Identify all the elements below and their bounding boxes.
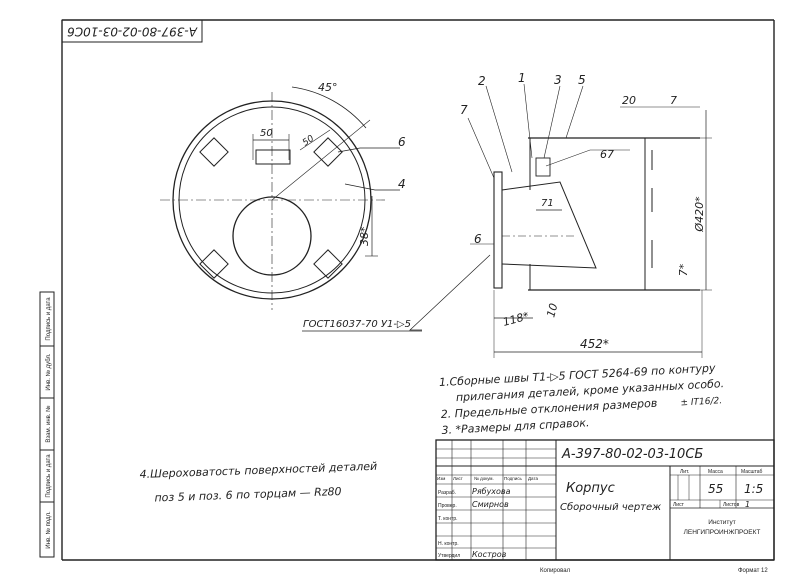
callout-right-5: 5 — [578, 73, 586, 87]
tb-role-5: Утвердил — [438, 553, 460, 559]
callout-right-1: 1 — [518, 71, 526, 85]
tb-lit-label: Лит. — [680, 469, 689, 475]
tb-scale: 1:5 — [744, 482, 763, 496]
tb-col-date: Дата — [528, 476, 538, 481]
dim-452: 452* — [580, 337, 609, 351]
strip-sign2: Подпись и дата — [46, 297, 52, 341]
tb-name: Корпус — [566, 481, 615, 496]
strip-vzam: Взам. инв. № — [45, 405, 52, 442]
tb-scale-label: Масштаб — [741, 469, 763, 475]
plan-view — [160, 86, 491, 332]
dim-angle: 45° — [318, 81, 338, 94]
footer-right: Формат 12 — [738, 568, 768, 574]
dim-118: 118* — [501, 309, 530, 329]
note-2-tol: ± IT16/2. — [680, 396, 722, 408]
tb-doc-type: Сборочный чертеж — [560, 501, 661, 513]
tb-sheets-label: Листов — [723, 502, 740, 508]
tb-sheets-value: 1 — [745, 500, 750, 509]
dim-50-right: 50 — [301, 134, 316, 149]
callout-right-6: 6 — [474, 232, 482, 246]
tb-name-5: Костров — [472, 550, 507, 559]
callout-left-6: 6 — [398, 135, 406, 149]
dim-20: 20 — [622, 94, 636, 107]
dim-67: 67 — [600, 148, 614, 161]
note-4-line1: 4.Шероховатость поверхностей деталей — [139, 460, 377, 481]
dim-71: 71 — [541, 198, 554, 209]
tb-name-0: Рябухова — [472, 487, 511, 496]
tb-mass-label: Масса — [708, 469, 723, 475]
tb-designation: А-397-80-02-03-10СБ — [561, 447, 703, 462]
section-view — [467, 83, 712, 358]
note-4-line2: поз 5 и поз. 6 по торцам — Rz80 — [154, 485, 341, 505]
tb-col-doc: № докум. — [474, 476, 494, 481]
callout-right-2: 2 — [478, 74, 486, 88]
strip-inv: Инв. № подл. — [45, 511, 52, 549]
note-4: 4.Шероховатость поверхностей деталей поз… — [139, 460, 377, 505]
tb-mass: 55 — [708, 482, 723, 496]
tb-org-1: Институт — [708, 519, 735, 526]
dim-420: Ø420* — [693, 196, 706, 233]
tb-name-1: Смирнов — [472, 500, 509, 509]
strip-dubl: Инв. № дубл. — [45, 353, 52, 390]
tb-col-izm: Изм — [437, 476, 445, 481]
corner-code: А-397-80-02-03-10С6 — [67, 25, 198, 39]
tb-col-sign: Подпись — [504, 476, 522, 481]
tb-role-2: Т. контр. — [438, 516, 458, 522]
tb-role-0: Разраб. — [438, 490, 456, 496]
footer-left: Копировал — [540, 568, 571, 574]
dim-7-right: 7* — [677, 263, 690, 276]
title-block — [435, 439, 775, 561]
tb-role-4: Н. контр. — [438, 541, 459, 547]
callout-right-3: 3 — [554, 73, 562, 87]
tb-org-2: ЛЕНГИПРОИНЖПРОЕКТ — [684, 529, 761, 536]
callout-right-7: 7 — [460, 103, 468, 117]
dim-50-left: 50 — [260, 128, 273, 139]
dim-10: 10 — [544, 302, 560, 319]
dim-38: 38* — [358, 226, 371, 246]
dim-7-top: 7 — [670, 94, 677, 107]
corner-code-box — [61, 19, 203, 43]
left-strip: Инв. № подл. Подпись и дата Взам. инв. №… — [39, 291, 55, 558]
tb-col-list: Лист — [453, 476, 463, 481]
strip-sign1: Подпись и дата — [46, 454, 52, 498]
tb-sheet-label: Лист — [673, 502, 685, 508]
callout-left-4: 4 — [398, 177, 406, 191]
tb-role-1: Провер. — [438, 503, 457, 509]
notes: 1.Сборные швы Т1-▷5 ГОСТ 5264-69 по конт… — [439, 362, 725, 437]
weld-symbol: ГОСТ16037-70 У1-▷5 — [303, 319, 411, 330]
